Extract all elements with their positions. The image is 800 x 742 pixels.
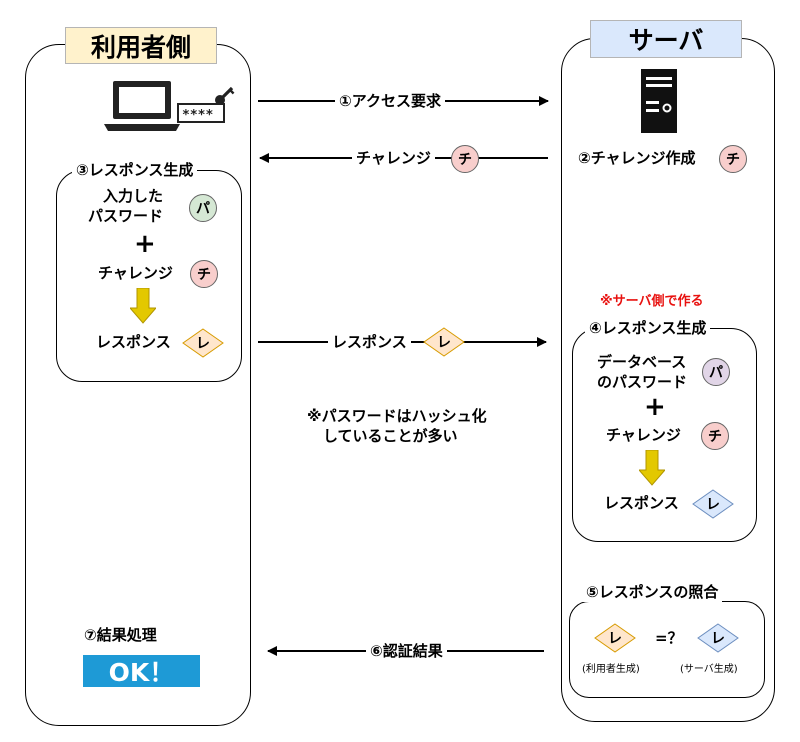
- laptop-password-icon: ****: [104, 81, 235, 131]
- server-tower-icon: [641, 69, 677, 133]
- plus-sign-user: +: [134, 229, 156, 259]
- re-diamond-server: レ: [692, 489, 734, 519]
- compare-equals: =？: [655, 629, 683, 647]
- challenge-create-label: ②チャレンジ作成: [578, 149, 696, 167]
- access-request-label: ①アクセス要求: [335, 91, 445, 111]
- db-password-line1: データベース: [597, 353, 687, 371]
- chi-circle-arrow: チ: [451, 145, 479, 173]
- response-compare-label: ⑤レスポンスの照合: [582, 582, 723, 602]
- input-password-line2: パスワード: [88, 207, 164, 225]
- user-side-title: 利用者側: [65, 27, 217, 64]
- input-password-line1: 入力した: [103, 187, 164, 205]
- hash-note-line1: ※パスワードはハッシュ化: [307, 407, 487, 425]
- server-side-note: ※サーバ側で作る: [600, 294, 704, 309]
- challenge-label-server: チャレンジ: [606, 426, 681, 444]
- pa-circle-user: パ: [189, 194, 217, 222]
- response-compare-box: [569, 601, 765, 698]
- password-mask: ****: [182, 108, 213, 123]
- user-generated-label: (利用者生成): [582, 664, 640, 675]
- server-side-title: サーバ: [590, 20, 742, 58]
- hash-note-line2: していることが多い: [323, 427, 458, 445]
- response-label-user: レスポンス: [96, 333, 171, 351]
- down-arrow-user: [130, 288, 156, 324]
- chi-circle-server: チ: [719, 145, 747, 173]
- plus-sign-server: +: [644, 392, 666, 422]
- chi-circle-user: チ: [190, 260, 218, 288]
- result-process-label: ⑦結果処理: [84, 626, 157, 644]
- ok-banner: OK！: [83, 655, 200, 687]
- server-response-gen-label: ④レスポンス生成: [585, 318, 711, 338]
- challenge-send-label: チャレンジ: [352, 148, 435, 168]
- server-generated-label: (サーバ生成): [680, 664, 738, 675]
- response-label-server: レスポンス: [604, 494, 679, 512]
- re-diamond-arrow: レ: [423, 327, 465, 357]
- response-send-label: レスポンス: [328, 332, 411, 352]
- down-arrow-server: [639, 450, 665, 486]
- auth-result-label: ⑥認証結果: [366, 641, 447, 661]
- user-response-gen-label: ③レスポンス生成: [72, 160, 198, 180]
- challenge-label-user: チャレンジ: [98, 264, 173, 282]
- re-diamond-user: レ: [182, 328, 224, 358]
- re-diamond-compare-user: レ: [594, 623, 636, 653]
- chi-circle-server-box: チ: [701, 422, 729, 450]
- re-diamond-compare-server: レ: [697, 623, 739, 653]
- pa-circle-server: パ: [702, 358, 730, 386]
- user-side-panel: [25, 44, 251, 726]
- db-password-line2: のパスワード: [597, 373, 688, 391]
